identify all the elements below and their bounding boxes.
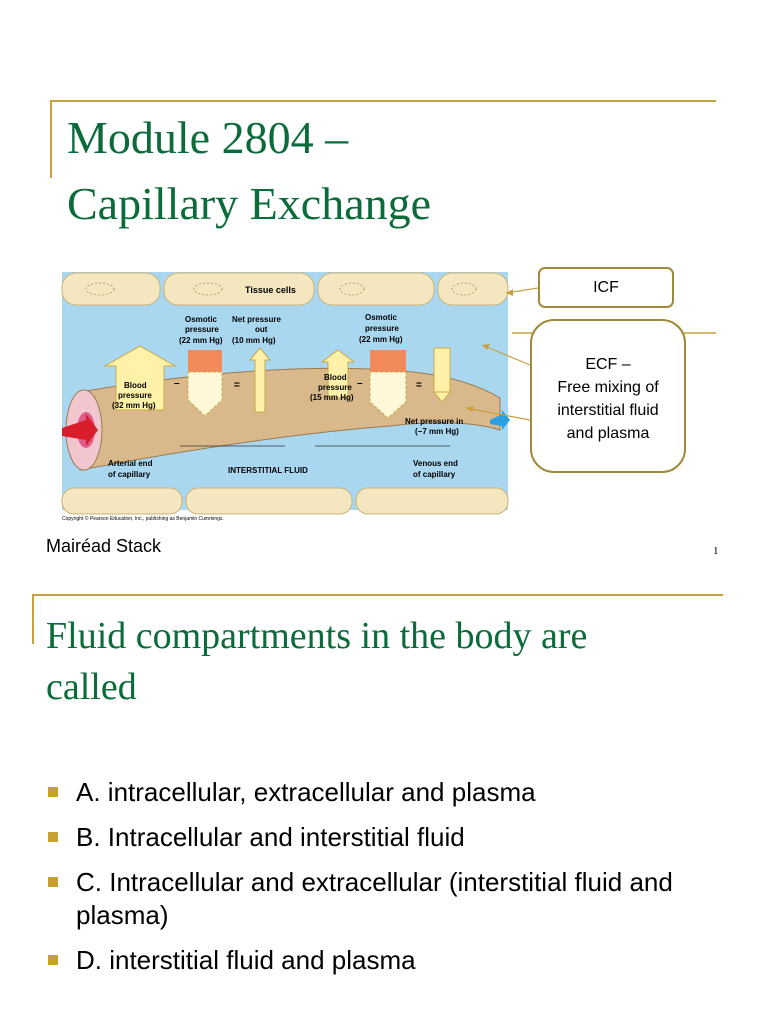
net-out-label-3: (10 mm Hg) xyxy=(232,336,276,345)
answer-option-b[interactable]: B. Intracellular and interstitial fluid xyxy=(46,821,746,854)
answer-option-c[interactable]: C. Intracellular and extracellular (inte… xyxy=(46,866,746,932)
net-out-label-2: out xyxy=(255,325,268,334)
answer-option-a-text: A. intracellular, extracellular and plas… xyxy=(76,777,536,807)
answer-option-d-text: D. interstitial fluid and plasma xyxy=(76,945,416,975)
osmotic-left-label-3: (22 mm Hg) xyxy=(179,336,223,345)
blood-left-label-3: (32 mm Hg) xyxy=(112,401,156,410)
blood-left-label-1: Blood xyxy=(124,381,147,390)
net-in-label-1: Net pressure in xyxy=(405,417,463,426)
slide2-title-line2: called xyxy=(46,666,137,708)
blood-pressure-arrow-right xyxy=(320,349,356,399)
osmotic-pressure-arrow-right xyxy=(369,371,407,419)
net-pressure-in-bar xyxy=(433,347,451,393)
author-name: Mairéad Stack xyxy=(46,536,162,556)
minus-sign-left: – xyxy=(174,378,180,389)
blood-pressure-arrow-left xyxy=(103,345,177,411)
slide2-title-accent-bar xyxy=(32,594,34,644)
osmotic-pressure-block-left xyxy=(188,350,222,372)
answer-option-c-text: C. Intracellular and extracellular (inte… xyxy=(76,867,673,930)
venous-end-label-2: of capillary xyxy=(413,470,456,479)
ecf-callout-line3: and plasma xyxy=(566,425,650,442)
blood-right-label-2: pressure xyxy=(318,383,352,392)
ecf-callout-line1: Free mixing of xyxy=(557,379,659,396)
osmotic-left-label-2: pressure xyxy=(185,325,219,334)
top-tissue-cells xyxy=(61,272,509,306)
bullet-square-icon xyxy=(48,787,58,797)
slide1-title-line1: Module 2804 – xyxy=(67,112,349,163)
blood-right-label-1: Blood xyxy=(324,373,347,382)
icf-callout: ICF xyxy=(538,267,674,308)
answer-options: A. intracellular, extracellular and plas… xyxy=(46,776,746,989)
ecf-callout: ECF – Free mixing of interstitial fluid … xyxy=(530,319,686,473)
tissue-cells-label: Tissue cells xyxy=(245,285,296,295)
figure-copyright: Copyright © Pearson Education, Inc., pub… xyxy=(62,515,224,522)
blood-right-label-3: (15 mm Hg) xyxy=(310,393,354,402)
equals-sign-right: = xyxy=(416,380,422,391)
title-accent-bar xyxy=(50,100,52,178)
venous-end-label-1: Venous end xyxy=(413,459,458,468)
bullet-square-icon xyxy=(48,955,58,965)
blood-left-label-2: pressure xyxy=(118,391,152,400)
osmotic-right-label-1: Osmotic xyxy=(365,313,398,322)
icf-callout-text: ICF xyxy=(593,279,619,296)
net-pressure-out-arrow xyxy=(248,347,272,413)
arterial-end-label-1: Arterial end xyxy=(108,459,153,468)
slide2-title-top-rule xyxy=(32,594,723,596)
interstitial-fluid-label: INTERSTITIAL FLUID xyxy=(228,466,308,475)
osmotic-right-label-2: pressure xyxy=(365,324,399,333)
answer-option-d[interactable]: D. interstitial fluid and plasma xyxy=(46,944,746,977)
minus-sign-right: – xyxy=(357,378,363,389)
capillary-figure-svg: Tissue cells Osmotic pressure (22 mm Hg)… xyxy=(61,272,510,522)
blood-flow-in-arrow xyxy=(62,414,98,446)
title-top-rule xyxy=(50,100,716,102)
slide2-title-line1: Fluid compartments in the body are xyxy=(46,615,588,657)
bullet-square-icon xyxy=(48,877,58,887)
bullet-square-icon xyxy=(48,832,58,842)
osmotic-left-label-1: Osmotic xyxy=(185,315,218,324)
page-number: 1 xyxy=(713,545,719,557)
ecf-callout-title: ECF – xyxy=(585,356,631,373)
answer-option-a[interactable]: A. intracellular, extracellular and plas… xyxy=(46,776,746,809)
slide1-title-line2: Capillary Exchange xyxy=(67,178,432,229)
net-out-label-1: Net pressure xyxy=(232,315,281,324)
arterial-end-label-2: of capillary xyxy=(108,470,151,479)
osmotic-pressure-block-right xyxy=(370,350,406,372)
ecf-callout-line2: interstitial fluid xyxy=(557,402,659,419)
equals-sign-left: = xyxy=(234,380,240,391)
answer-option-b-text: B. Intracellular and interstitial fluid xyxy=(76,822,465,852)
osmotic-pressure-arrow-left xyxy=(187,371,223,417)
osmotic-right-label-3: (22 mm Hg) xyxy=(359,335,403,344)
net-in-label-2: (−7 mm Hg) xyxy=(415,427,459,436)
capillary-exchange-figure: Tissue cells Osmotic pressure (22 mm Hg)… xyxy=(60,270,512,526)
bottom-tissue-cells xyxy=(61,487,509,515)
